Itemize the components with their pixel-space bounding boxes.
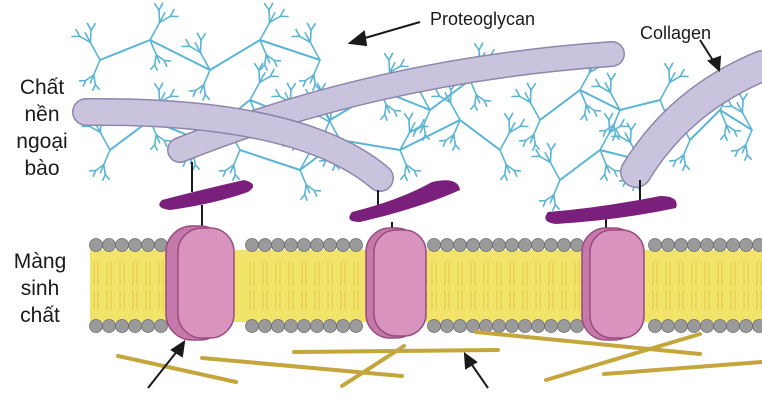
lipid-head xyxy=(297,319,311,333)
label-extracellular-matrix: Chất nền ngoại bào xyxy=(2,74,82,182)
lipid-head xyxy=(245,238,259,252)
lipid-head xyxy=(648,319,662,333)
lipid-head xyxy=(492,319,506,333)
lipid-head xyxy=(89,319,103,333)
lipid-head xyxy=(739,238,753,252)
lipid-head xyxy=(349,238,363,252)
lipid-head xyxy=(713,238,727,252)
lipid-head xyxy=(336,238,350,252)
lipid-head xyxy=(427,319,441,333)
arrow-collagen xyxy=(699,39,715,63)
lipid-head xyxy=(752,319,762,333)
lipid-head xyxy=(661,319,675,333)
lipid-head xyxy=(752,238,762,252)
lipid-head xyxy=(141,319,155,333)
lipid-head xyxy=(284,238,298,252)
lipid-head xyxy=(479,238,493,252)
lipid-head xyxy=(544,238,558,252)
lipid-head xyxy=(323,319,337,333)
lipid-head xyxy=(102,238,116,252)
lipid-head xyxy=(271,319,285,333)
lipid-head xyxy=(128,319,142,333)
lipid-head xyxy=(115,238,129,252)
lipid-head xyxy=(492,238,506,252)
lipid-head xyxy=(726,238,740,252)
lipid-head xyxy=(661,238,675,252)
lipid-head xyxy=(531,238,545,252)
lipid-head xyxy=(141,238,155,252)
lipid-head xyxy=(531,319,545,333)
microfilaments xyxy=(116,330,762,388)
lipid-head xyxy=(453,238,467,252)
lipid-head xyxy=(336,319,350,333)
label-membrane-line-2: sinh xyxy=(20,277,60,300)
label-membrane-line-1: Màng xyxy=(13,250,67,273)
lipid-head xyxy=(258,319,272,333)
lipid-head xyxy=(102,319,116,333)
lipid-head xyxy=(349,319,363,333)
lipid-head xyxy=(505,319,519,333)
label-proteoglycan: Proteoglycan xyxy=(430,9,536,29)
lipid-head xyxy=(739,319,753,333)
fibronectin-molecules xyxy=(159,180,677,224)
lipid-head xyxy=(245,319,259,333)
lipid-head xyxy=(557,319,571,333)
lipid-head xyxy=(128,238,142,252)
integrin-middle xyxy=(373,229,427,337)
lipid-head xyxy=(310,238,324,252)
label-ecm-line-4: bào xyxy=(24,157,60,180)
collagen-fiber-front-fill xyxy=(73,99,393,191)
label-ecm-line-1: Chất xyxy=(19,76,65,99)
collagen-fiber-right-fill xyxy=(621,51,762,187)
lipid-head xyxy=(271,238,285,252)
lipid-head xyxy=(258,238,272,252)
integrin-right xyxy=(589,229,645,339)
lipid-head xyxy=(713,319,727,333)
lipid-head xyxy=(466,238,480,252)
lipid-head xyxy=(89,238,103,252)
label-ecm-line-2: nền xyxy=(24,103,60,126)
lipid-head xyxy=(700,319,714,333)
arrow-proteoglycan xyxy=(357,21,421,41)
lipid-head xyxy=(323,238,337,252)
lipid-heads xyxy=(89,238,762,333)
arrow-integrin xyxy=(147,349,179,389)
lipid-head xyxy=(310,319,324,333)
lipid-head xyxy=(427,238,441,252)
label-membrane-line-3: chất xyxy=(20,304,60,327)
lipid-head xyxy=(687,238,701,252)
lipid-head xyxy=(674,319,688,333)
label-plasma-membrane: Màng sinh chất xyxy=(0,248,80,329)
lipid-head xyxy=(518,238,532,252)
lipid-head xyxy=(154,319,168,333)
lipid-head xyxy=(453,319,467,333)
label-ecm-line-3: ngoại xyxy=(16,130,68,153)
pointer-arrows xyxy=(147,21,722,389)
lipid-head xyxy=(674,238,688,252)
arrow-microfilament xyxy=(469,361,489,389)
lipid-head xyxy=(440,319,454,333)
lipid-head xyxy=(115,319,129,333)
lipid-head xyxy=(726,319,740,333)
lipid-head xyxy=(505,238,519,252)
lipid-head xyxy=(557,238,571,252)
integrin-proteins xyxy=(165,225,645,341)
lipid-head xyxy=(518,319,532,333)
lipid-head xyxy=(687,319,701,333)
lipid-head xyxy=(297,238,311,252)
lipid-head xyxy=(648,238,662,252)
integrin-left xyxy=(177,227,235,339)
lipid-head xyxy=(570,319,584,333)
lipid-tails xyxy=(93,262,762,310)
collagen-fibers xyxy=(72,41,762,192)
lipid-head xyxy=(544,319,558,333)
lipid-head xyxy=(440,238,454,252)
lipid-head xyxy=(284,319,298,333)
label-collagen: Collagen xyxy=(640,23,712,43)
lipid-head xyxy=(700,238,714,252)
